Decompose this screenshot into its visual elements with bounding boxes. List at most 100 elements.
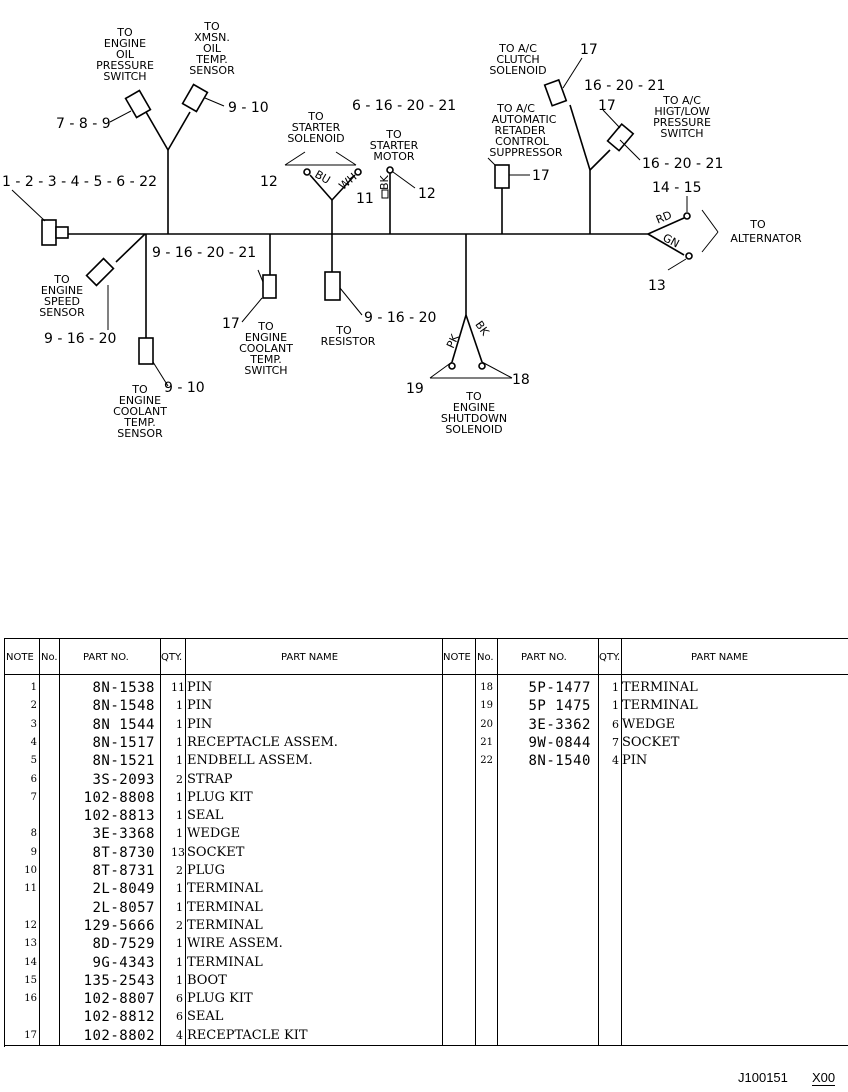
part-name: BOOT — [187, 972, 227, 988]
divider — [160, 639, 161, 1045]
callout-17d: 17 — [222, 316, 240, 332]
table-bottom-rule — [5, 1045, 848, 1046]
part-name: TERMINAL — [187, 917, 263, 933]
item-number: 20 — [480, 718, 493, 730]
part-number: 102-8813 — [83, 808, 155, 825]
item-number: 13 — [24, 938, 37, 950]
part-name: RECEPTACLE KIT — [187, 1027, 308, 1043]
quantity: 4 — [612, 754, 619, 768]
part-number: 3E-3368 — [92, 826, 155, 843]
part-name: WEDGE — [622, 716, 676, 732]
item-number: 1 — [30, 682, 37, 693]
part-name: TERMINAL — [187, 881, 263, 897]
header-no: No. — [477, 652, 494, 663]
table-header-rule — [5, 674, 848, 675]
part-number: 102-8802 — [83, 1027, 155, 1044]
callout-17b: 17 — [580, 42, 598, 58]
header-no: No. — [41, 652, 58, 663]
quantity: 1 — [176, 717, 183, 731]
part-number: 129-5666 — [83, 917, 155, 934]
part-name: PIN — [187, 698, 213, 714]
header-part-no: PART NO. — [83, 652, 129, 663]
quantity: 1 — [612, 699, 619, 713]
part-number: 2L-8057 — [92, 899, 155, 916]
header-note: NOTE — [6, 652, 34, 663]
part-number: 102-8807 — [83, 991, 155, 1008]
quantity: 11 — [171, 681, 185, 694]
header-part-name: PART NAME — [281, 652, 339, 663]
part-name: PIN — [187, 680, 213, 695]
item-number: 6 — [30, 773, 37, 785]
item-number: 21 — [480, 736, 493, 748]
revision-code: X00 — [812, 1070, 836, 1086]
divider — [59, 639, 60, 1045]
divider — [598, 639, 599, 1045]
part-number: 9G-4343 — [92, 954, 155, 971]
quantity: 13 — [171, 845, 185, 859]
part-number: 8N 1544 — [92, 716, 155, 733]
item-number: 12 — [24, 919, 37, 931]
part-name: PLUG KIT — [187, 991, 253, 1007]
wire-code-gn: GN — [661, 231, 682, 250]
quantity: 7 — [612, 735, 619, 749]
callout-19: 19 — [406, 381, 424, 397]
header-qty: QTY. — [599, 652, 621, 663]
quantity: 1 — [176, 900, 183, 914]
item-number: 3 — [30, 718, 37, 730]
quantity: 1 — [176, 973, 183, 987]
callout-9-16-20-21: 9 - 16 - 20 - 21 — [152, 245, 256, 261]
quantity: 1 — [176, 882, 183, 896]
item-number: 5 — [30, 755, 37, 767]
part-name: SOCKET — [622, 734, 680, 750]
quantity: 2 — [176, 918, 183, 932]
quantity: 1 — [176, 827, 183, 841]
part-number: 8N-1540 — [528, 753, 591, 770]
callout-9-10-top: 9 - 10 — [228, 100, 269, 116]
callout-11: 11 — [356, 191, 374, 207]
part-name: TERMINAL — [622, 680, 698, 695]
header-qty: QTY. — [161, 652, 183, 663]
part-number: 8T-8731 — [92, 863, 155, 879]
part-name: RECEPTACLE ASSEM. — [187, 734, 338, 750]
callout-9-10-bottom: 9 - 10 — [164, 380, 205, 396]
part-number: 8N-1538 — [92, 680, 155, 696]
drawing-number: J100151 — [738, 1070, 788, 1085]
part-name: PIN — [622, 753, 648, 769]
part-number: 2L-8049 — [92, 881, 155, 898]
callout-17c: 17 — [598, 98, 616, 114]
part-number: 5P-1477 — [528, 680, 591, 696]
divider — [497, 639, 498, 1045]
part-name: ENDBELL ASSEM. — [187, 753, 313, 769]
part-name: SEAL — [187, 808, 224, 824]
wire-code-pk: PK — [444, 332, 462, 351]
part-number: 8D-7529 — [92, 936, 155, 953]
quantity: 1 — [176, 699, 183, 713]
callout-12b: 12 — [418, 186, 436, 202]
callout-1-22: 1 - 2 - 3 - 4 - 5 - 6 - 22 — [2, 174, 157, 190]
callout-16-20-21b: 16 - 20 - 21 — [642, 156, 723, 172]
item-number: 22 — [480, 755, 493, 767]
part-number: 8N-1548 — [92, 698, 155, 715]
item-number: 9 — [30, 846, 37, 858]
harness-lines — [11, 57, 719, 387]
item-number: 18 — [480, 682, 493, 693]
quantity: 6 — [176, 1010, 183, 1024]
wire-code-bk-solenoid: BK — [472, 318, 492, 338]
part-number: 3E-3362 — [528, 716, 591, 733]
item-number: 8 — [30, 828, 37, 840]
quantity: 1 — [176, 790, 183, 804]
part-name: SEAL — [187, 1009, 224, 1025]
divider — [475, 639, 476, 1045]
part-number: 102-8808 — [83, 789, 155, 806]
callout-6-16-20-21: 6 - 16 - 20 - 21 — [352, 98, 456, 114]
header-part-name: PART NAME — [691, 652, 749, 663]
